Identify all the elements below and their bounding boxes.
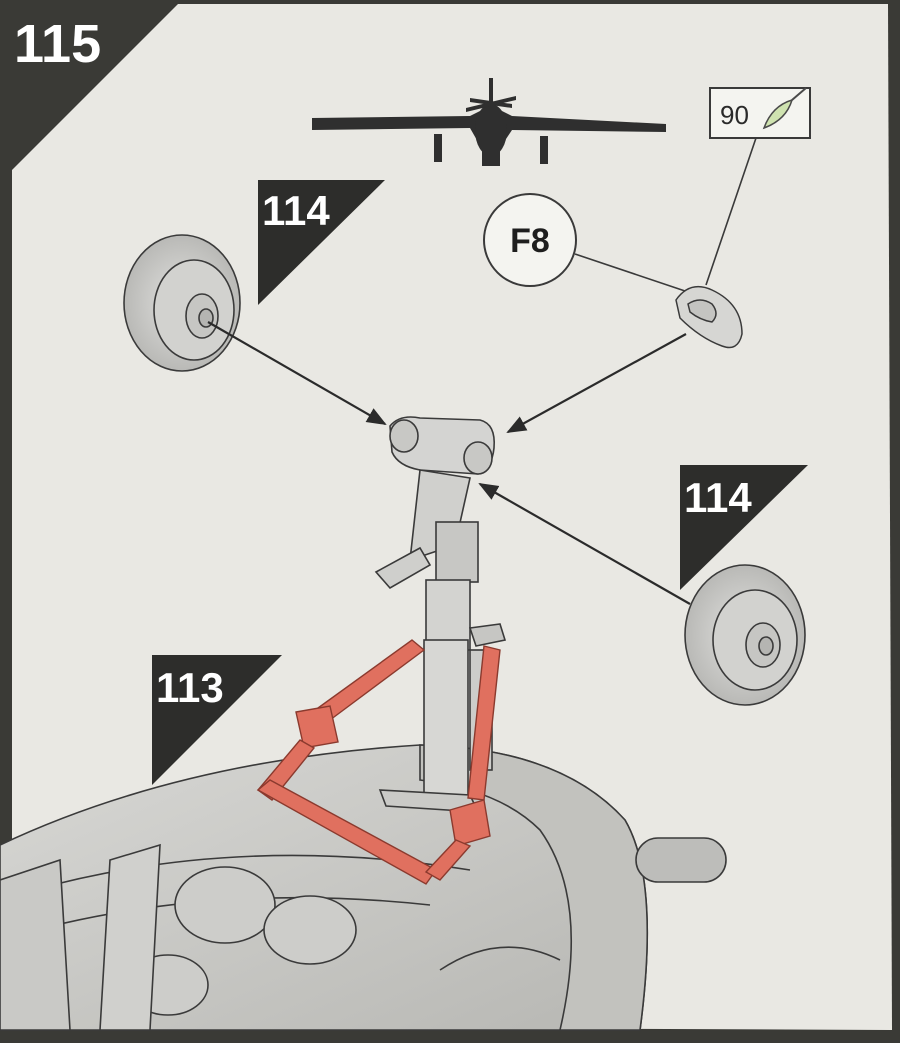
- wheel-lower: [684, 564, 806, 706]
- aircraft-silhouette-icon: [312, 78, 666, 166]
- wheel-upper: [123, 234, 241, 372]
- callout-label: 114: [262, 187, 330, 234]
- paint-reference: 90: [709, 87, 811, 139]
- paint-code: 90: [720, 100, 749, 130]
- arrow-part-f8: [506, 333, 687, 433]
- landing-gear-leg: [374, 416, 507, 813]
- gear-brace-highlight: [256, 639, 501, 885]
- part-f8-drawing: [675, 285, 743, 349]
- part-leader-line: [574, 253, 689, 293]
- part-label: F8: [510, 222, 550, 260]
- paint-leader-line: [705, 137, 757, 286]
- callout-label: 113: [156, 664, 224, 711]
- step-number: 115: [14, 14, 101, 74]
- brush-icon: [762, 87, 807, 130]
- callout-triangle-113: 113: [152, 655, 282, 785]
- arrow-wheel-upper: [207, 321, 387, 425]
- arrow-wheel-lower: [478, 483, 691, 605]
- part-callout: F8: [483, 193, 577, 287]
- callout-triangle-114-lower: 114: [680, 465, 808, 590]
- callout-label: 114: [684, 474, 752, 521]
- callout-triangle-114-upper: 114: [258, 180, 385, 305]
